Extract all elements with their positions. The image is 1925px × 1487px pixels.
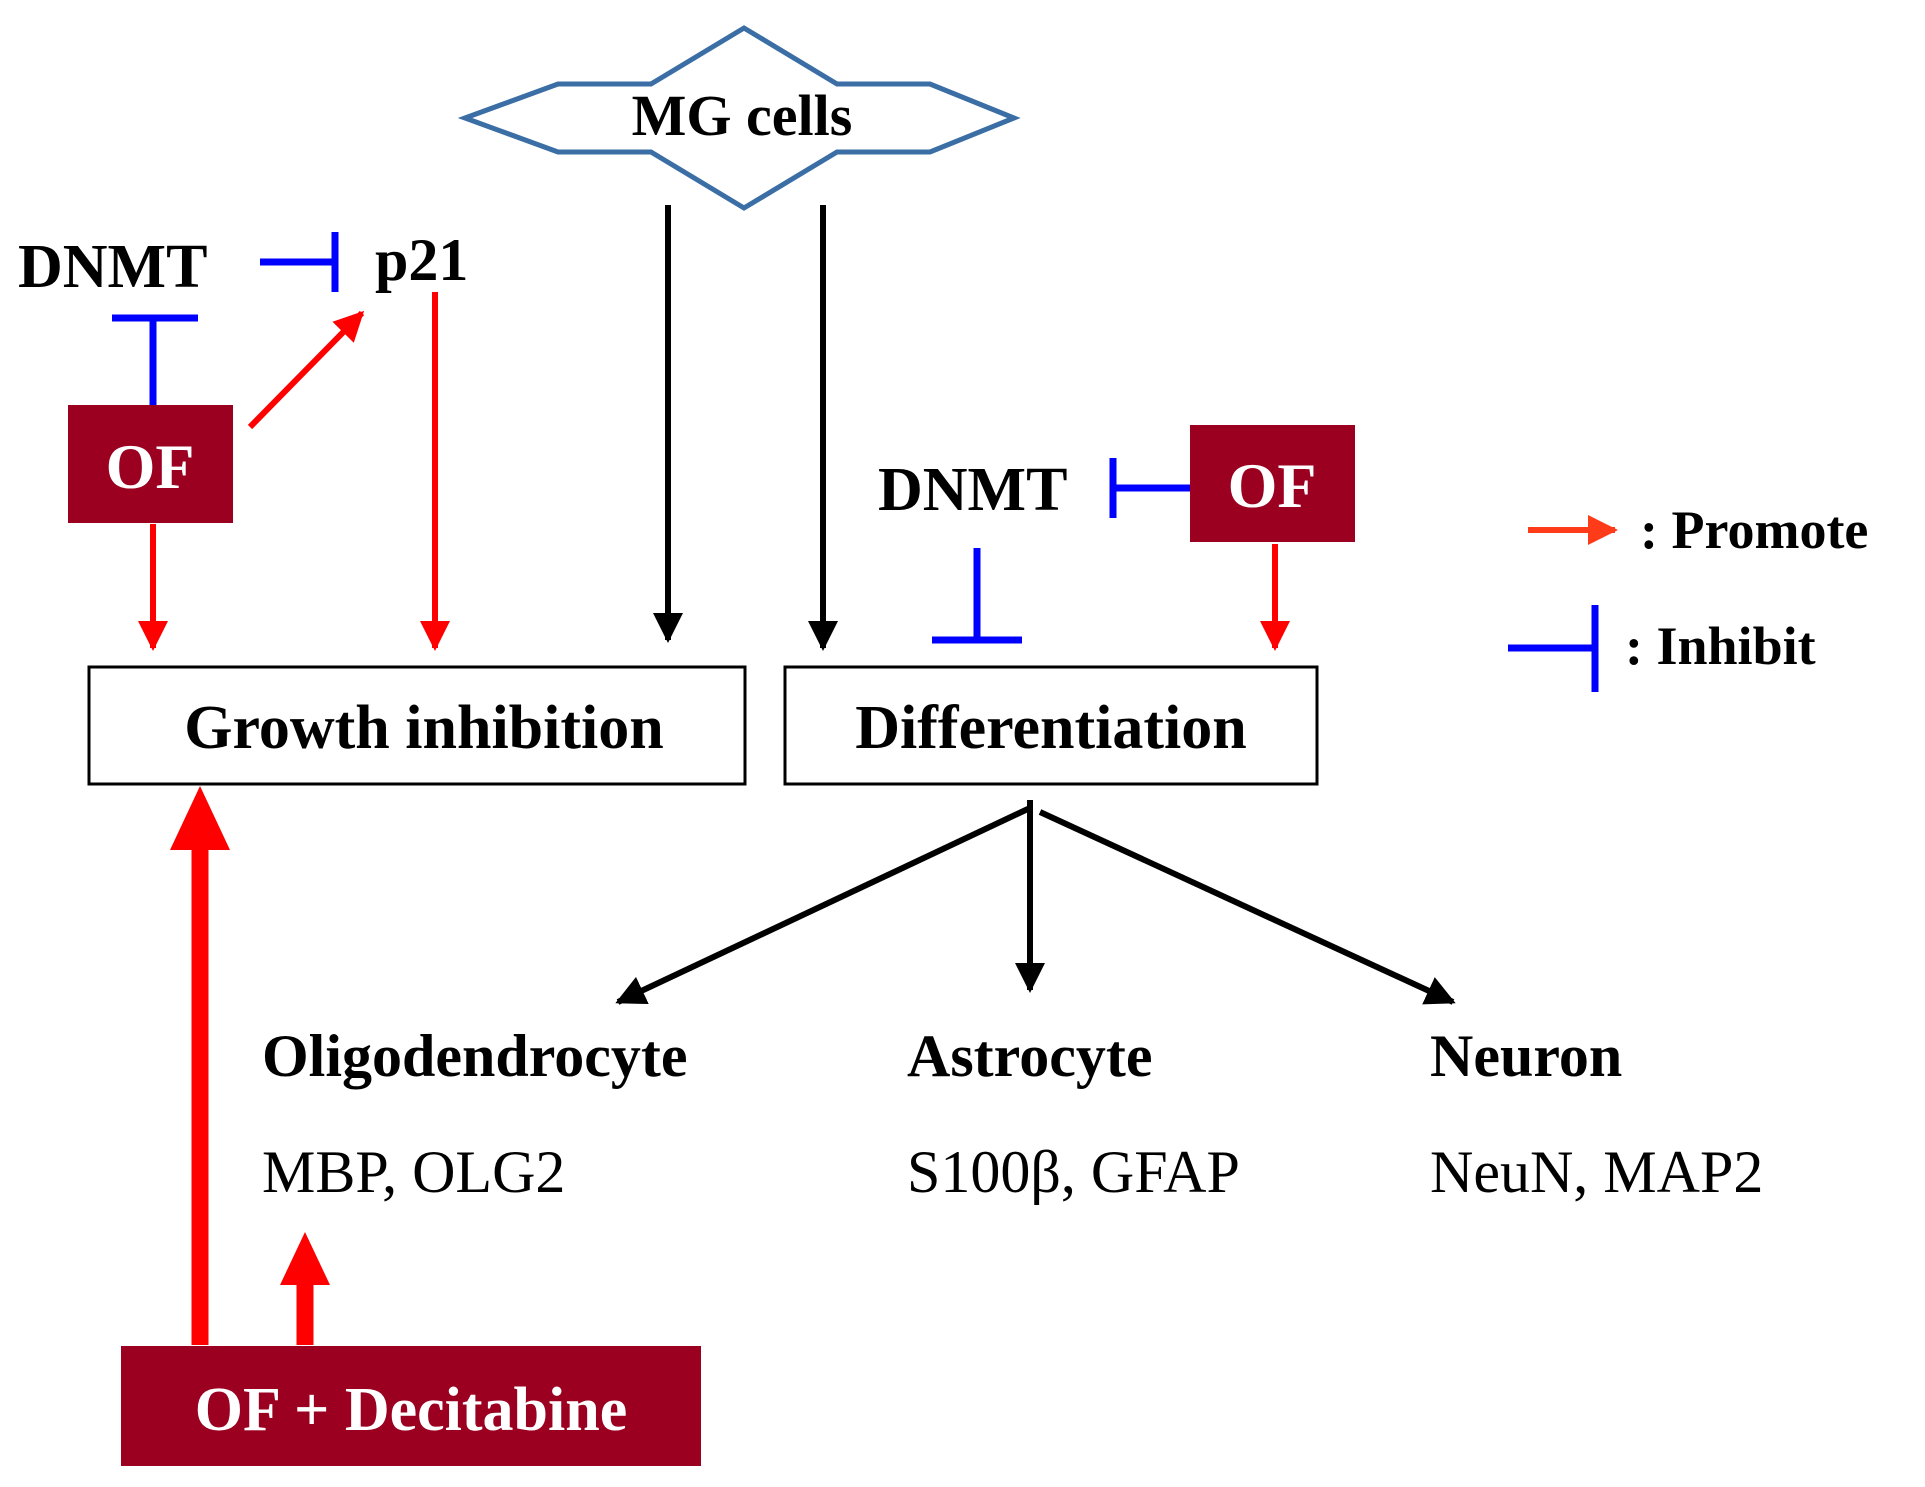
arrow-of-to-p21 <box>247 310 365 430</box>
dnmt-left-label: DNMT <box>18 233 207 301</box>
arrow-differentiation-to-neuron <box>1038 809 1456 1005</box>
inhibit-of-dnmt-left <box>112 314 198 405</box>
differentiation-box: Differentiation <box>783 665 1319 786</box>
neuron-markers: NeuN, MAP2 <box>1430 1139 1763 1205</box>
arrowhead-combo-to-growth-inhibition <box>170 786 230 850</box>
growth-inhibition-box: Growth inhibition <box>87 665 747 786</box>
inhibit-of-dnmt-right <box>1109 458 1190 518</box>
mg-cells-star-shape <box>457 25 1021 211</box>
legend: : Promote : Inhibit <box>1508 500 1868 692</box>
of-right-node: OF <box>1190 425 1355 542</box>
inhibit-dnmt-p21 <box>260 232 339 292</box>
arrowhead-combo-to-oligodendrocyte-markers <box>280 1232 330 1285</box>
mg-cells-label: MG cells <box>632 83 853 148</box>
astrocyte-label: Astrocyte <box>907 1023 1152 1089</box>
growth-inhibition-label: Growth inhibition <box>184 694 664 762</box>
inhibit-dnmt-differentiation <box>932 548 1022 644</box>
of-decitabine-node: OF + Decitabine <box>121 1346 701 1466</box>
of-left-label: OF <box>106 431 195 502</box>
astrocyte-markers: S100β, GFAP <box>907 1139 1240 1205</box>
p21-label: p21 <box>375 227 468 293</box>
oligodendrocyte-markers: MBP, OLG2 <box>262 1139 565 1205</box>
differentiation-label: Differentiation <box>855 694 1246 762</box>
dnmt-right-label: DNMT <box>878 456 1067 524</box>
mg-cells-node: MG cells <box>457 25 1021 211</box>
of-decitabine-label: OF + Decitabine <box>195 1376 628 1444</box>
arrow-differentiation-to-oligodendrocyte <box>615 805 1032 1005</box>
oligodendrocyte-label: Oligodendrocyte <box>262 1023 688 1089</box>
of-left-node: OF <box>68 405 233 523</box>
of-right-label: OF <box>1228 450 1317 521</box>
neuron-label: Neuron <box>1430 1023 1622 1089</box>
legend-promote-label: : Promote <box>1640 500 1868 560</box>
legend-inhibit-label: : Inhibit <box>1625 616 1816 676</box>
